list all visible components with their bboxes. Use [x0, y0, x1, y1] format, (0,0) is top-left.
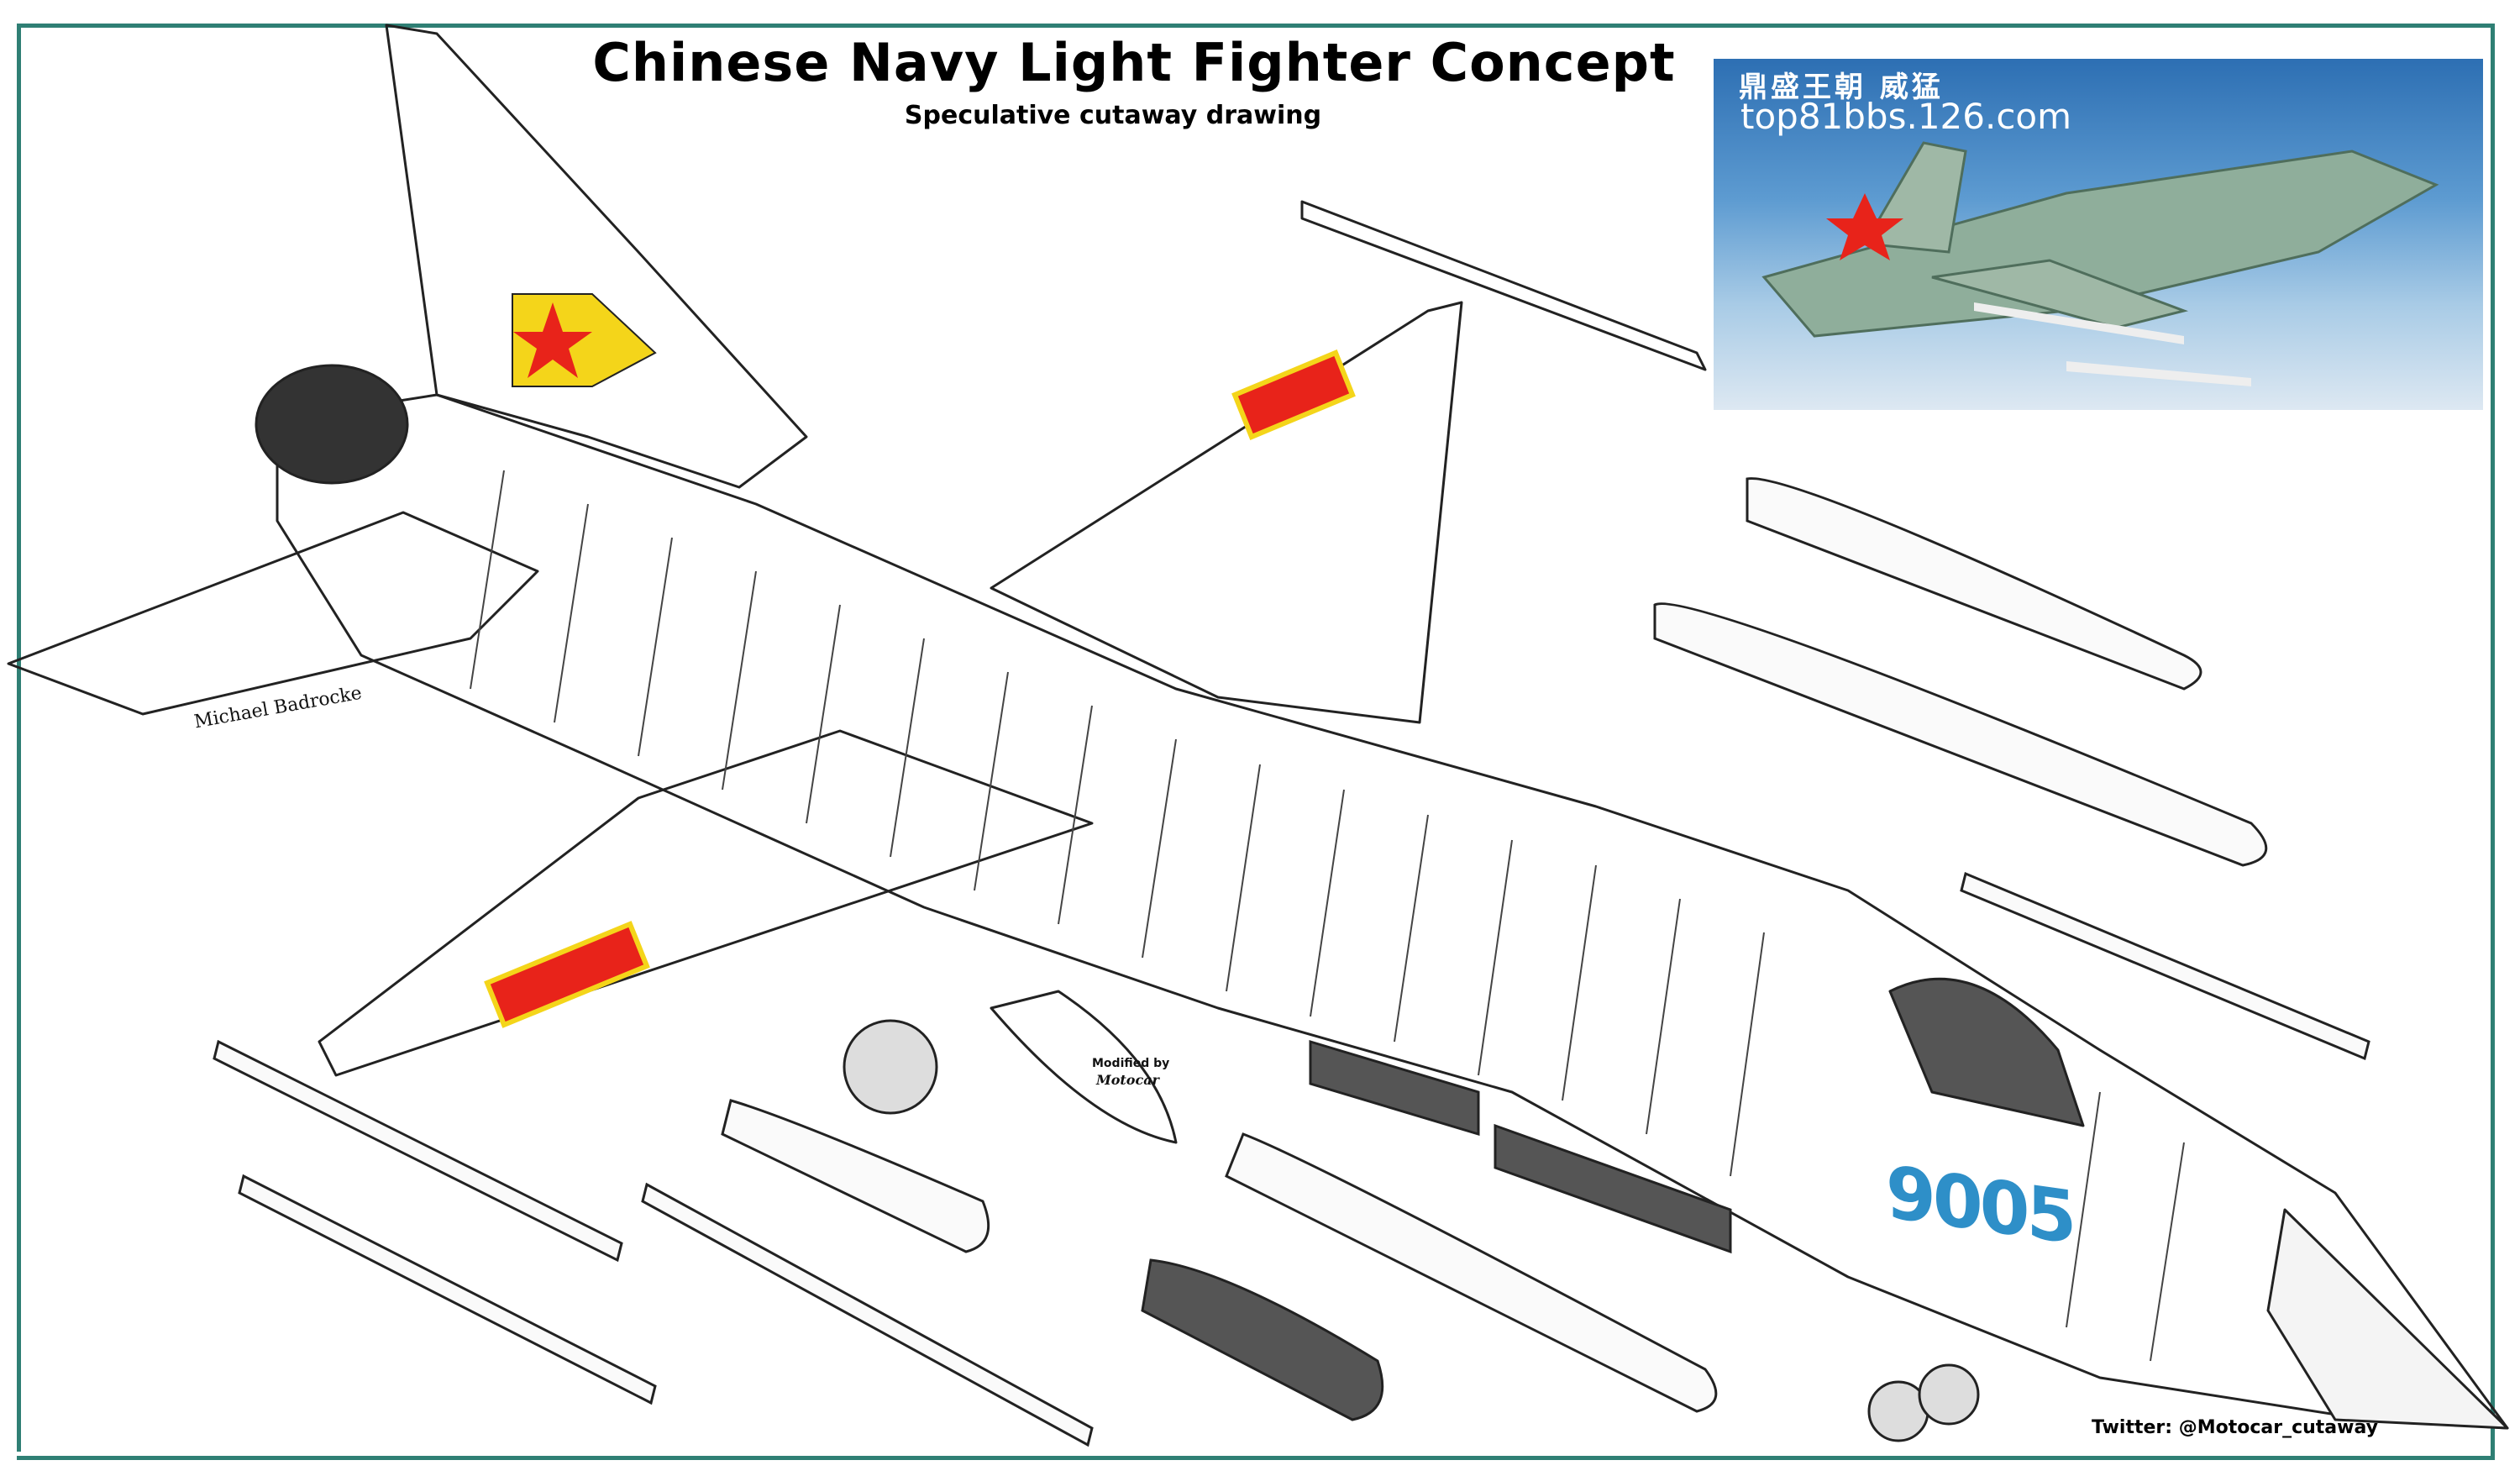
store-bomb-dark-1	[1141, 1258, 1384, 1421]
store-missile-3	[213, 1039, 623, 1263]
store-bomb-3	[1225, 1132, 1718, 1413]
drop-tank	[990, 990, 1178, 1144]
twitter-handle: Twitter: @Motocar_cutaway	[2092, 1417, 2378, 1438]
fuselage-outline	[276, 393, 2509, 1430]
store-bomb-dark-2	[1309, 1039, 1480, 1137]
roundel-fin	[512, 293, 657, 387]
frame-border	[17, 24, 2495, 1460]
page-subtitle: Speculative cutaway drawing	[904, 101, 1322, 130]
nose-wheel-2	[1918, 1363, 1980, 1426]
canopy	[1888, 977, 2085, 1127]
wingtip-missile	[1300, 200, 1707, 371]
store-missile-4	[238, 1174, 657, 1405]
roundel-right-wing	[1231, 349, 1356, 440]
roundel-left-wing	[484, 921, 650, 1028]
left-wing	[318, 729, 1094, 1077]
frame-border-left	[17, 24, 21, 1452]
radome	[2266, 1208, 2509, 1430]
right-wing	[990, 301, 1463, 724]
photo-aircraft-model	[1761, 141, 2439, 386]
page-title: Chinese Navy Light Fighter Concept	[592, 32, 1676, 93]
photo-watermark-url: top81bbs.126.com	[1740, 96, 2072, 137]
main-wheel	[843, 1019, 938, 1115]
reference-photo: 鼎盛王朝 威猛 top81bbs.126.com	[1714, 59, 2483, 410]
tail-fin	[385, 24, 808, 489]
engine-nozzle	[255, 364, 409, 485]
store-bomb-2	[721, 1099, 990, 1253]
modified-by-label: Modified by	[1092, 1057, 1170, 1070]
store-missile-2	[1960, 871, 2370, 1061]
store-missile-1	[1653, 602, 2268, 867]
photo-watermark-cjk: 鼎盛王朝 威猛	[1739, 71, 1944, 104]
store-bomb-dark-3	[1494, 1123, 1732, 1254]
tailplane	[7, 511, 539, 716]
modifier-name: Motocar	[1096, 1072, 1159, 1088]
store-bomb-1	[1746, 477, 2202, 691]
store-missile-5	[641, 1182, 1094, 1447]
